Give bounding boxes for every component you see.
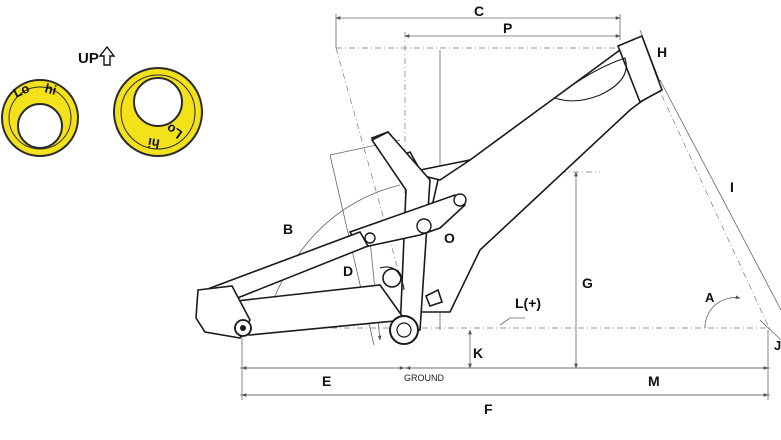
- label-l: L(+): [515, 295, 541, 311]
- chip-left-lo-text: Lo: [11, 80, 32, 100]
- label-e: E: [322, 373, 331, 389]
- label-j: J: [774, 338, 781, 353]
- label-o: O: [444, 230, 455, 246]
- label-i: I: [730, 179, 734, 195]
- chip-left-hi-text: hi: [43, 80, 58, 97]
- geometry-labels: C P H I B O D G L(+) A J K E M F GROUND: [283, 3, 781, 417]
- chip-right-hi-text: hi: [147, 135, 161, 152]
- up-label: UP: [78, 50, 99, 67]
- label-p: P: [503, 20, 512, 36]
- flip-chip-legend: UP Lo hi hi Lo: [1, 45, 203, 157]
- flip-chip-left: Lo hi: [1, 79, 79, 157]
- label-h: H: [657, 44, 667, 60]
- label-f: F: [484, 401, 493, 417]
- label-d: D: [343, 263, 353, 279]
- chip-right-lo-text: Lo: [163, 121, 185, 142]
- label-m: M: [648, 373, 660, 389]
- flip-chip-right: hi Lo: [113, 67, 203, 157]
- label-c: C: [474, 3, 484, 19]
- label-k: K: [473, 345, 483, 361]
- label-g: G: [582, 275, 593, 291]
- label-b: B: [283, 221, 293, 237]
- ground-label: GROUND: [404, 373, 444, 383]
- label-a: A: [705, 290, 715, 305]
- bike-frame: [195, 34, 663, 345]
- up-arrow-icon: [98, 45, 116, 66]
